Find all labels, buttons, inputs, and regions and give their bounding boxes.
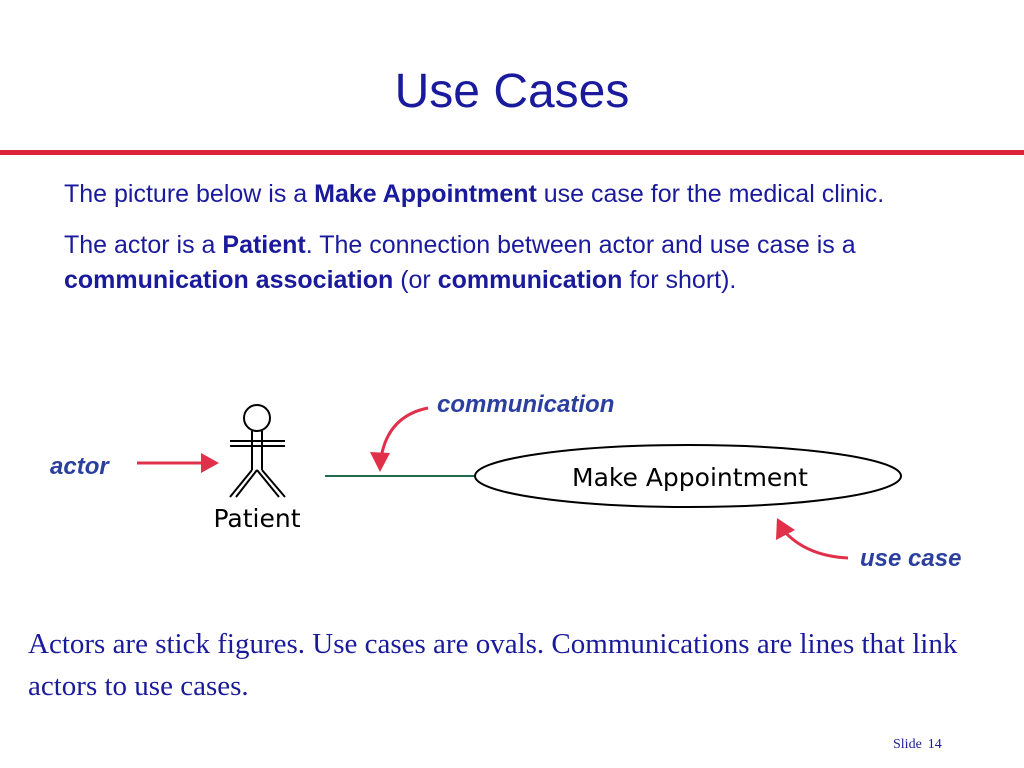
intro-text-1: The picture below is a xyxy=(64,180,315,208)
actor-paragraph: The actor is a Patient. The connection b… xyxy=(64,228,984,298)
actor-bold-association: communication association xyxy=(64,266,394,294)
stick-figure-icon xyxy=(229,404,286,498)
use-case-name-label: Make Appointment xyxy=(572,463,808,492)
use-case-callout-label: use case xyxy=(860,545,961,572)
use-case-arrowhead xyxy=(776,518,795,540)
actor-text-1: The actor is a xyxy=(64,231,223,259)
communication-callout-arrow xyxy=(379,406,429,459)
actor-text-2: . The connection between actor and use c… xyxy=(305,231,856,259)
actor-callout-label: actor xyxy=(50,453,110,480)
summary-caption: Actors are stick figures. Use cases are … xyxy=(28,628,958,702)
actor-text-4: for short). xyxy=(622,266,737,294)
actor-name-label: Patient xyxy=(213,504,300,533)
intro-paragraph: The picture below is a Make Appointment … xyxy=(64,177,984,212)
actor-bold-communication: communication xyxy=(437,266,623,294)
communication-arrowhead xyxy=(370,452,390,472)
slide-title: Use Cases xyxy=(394,65,630,118)
actor-bold-patient: Patient xyxy=(222,231,306,259)
slide-number-label: Slide xyxy=(893,737,922,752)
intro-bold-use-case: Make Appointment xyxy=(314,180,537,208)
slide-number-value: 14 xyxy=(927,737,942,752)
slide-number: Slide 14 xyxy=(893,737,942,753)
actor-text-3: (or xyxy=(393,266,438,294)
communication-callout-label: communication xyxy=(437,391,614,418)
actor-callout-arrow xyxy=(137,453,219,473)
title-divider xyxy=(0,150,1024,155)
use-case-callout-arrow xyxy=(781,529,849,560)
use-case-oval xyxy=(474,444,902,508)
intro-text-2: use case for the medical clinic. xyxy=(536,180,885,208)
